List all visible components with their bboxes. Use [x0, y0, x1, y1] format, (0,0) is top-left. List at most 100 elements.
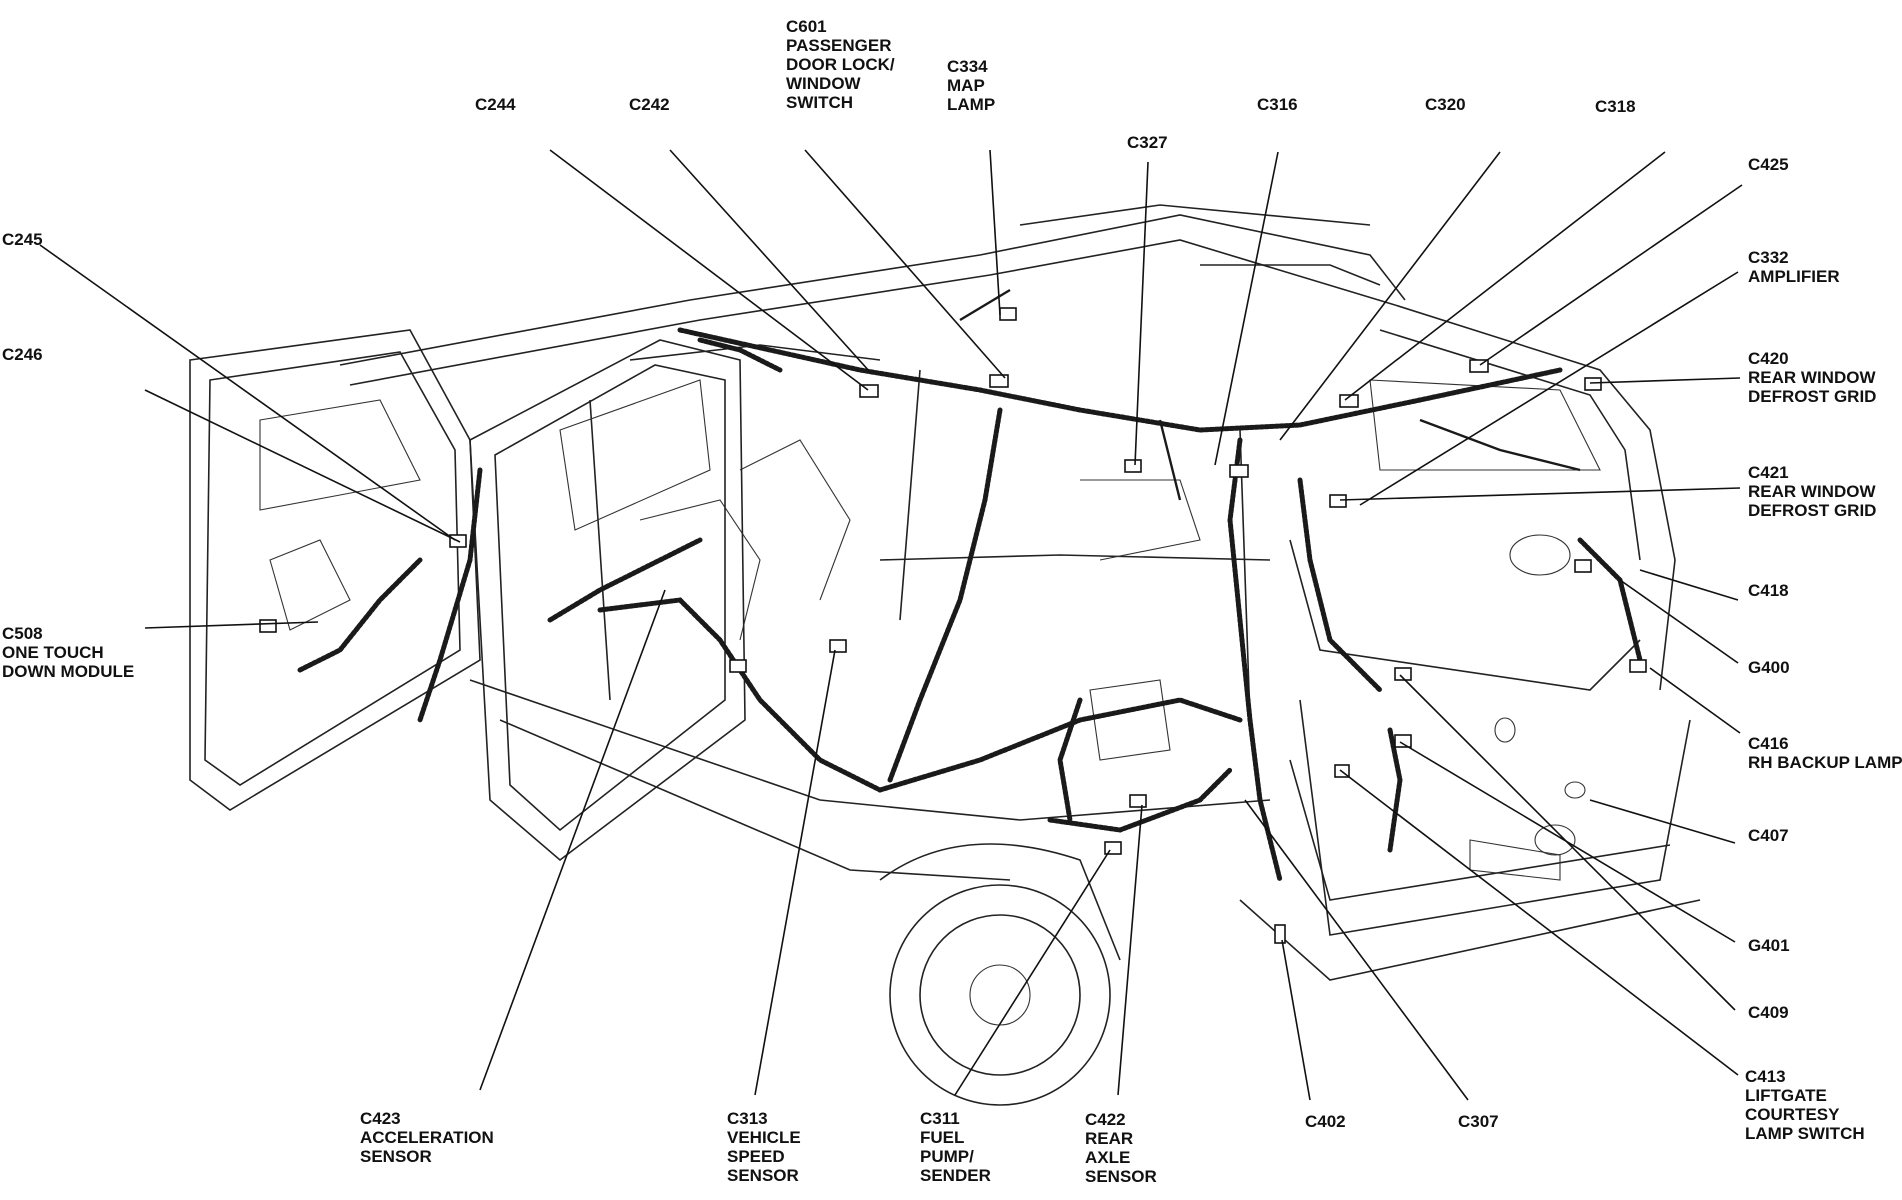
label-line: C334 [947, 57, 988, 76]
label-line: C418 [1748, 581, 1789, 600]
leader-c421 [1339, 487, 1741, 501]
leader-c246 [144, 389, 461, 543]
leader-c320 [1279, 151, 1501, 441]
label-line: C242 [629, 95, 670, 114]
leader-c327 [1134, 161, 1149, 466]
label-line: SPEED [727, 1147, 785, 1166]
label-line: REAR WINDOW [1748, 482, 1876, 501]
leader-c245 [39, 244, 456, 541]
leader-c508 [144, 621, 319, 629]
label-line: C316 [1257, 95, 1298, 114]
wiring-harness [297, 288, 1643, 883]
label-line: SENSOR [360, 1147, 432, 1166]
label-g401: G401 [1748, 936, 1790, 955]
label-line: PASSENGER [786, 36, 892, 55]
label-c327: C327 [1127, 133, 1168, 152]
leader-c423 [479, 589, 666, 1091]
label-line: C409 [1748, 1003, 1789, 1022]
connectors [259, 307, 1647, 944]
leader-c242 [669, 149, 871, 373]
leader-c318 [1344, 151, 1666, 401]
label-line: ONE TOUCH [2, 643, 104, 662]
label-line: MAP [947, 76, 985, 95]
label-line: C332 [1748, 248, 1789, 267]
label-line: C246 [2, 345, 43, 364]
label-line: C416 [1748, 734, 1789, 753]
leader-c334 [989, 149, 1001, 316]
label-c242: C242 [629, 95, 670, 114]
label-line: DOWN MODULE [2, 662, 134, 681]
leader-c311 [954, 849, 1111, 1096]
label-c407: C407 [1748, 826, 1789, 845]
label-line: C311 [920, 1109, 960, 1128]
leader-c316 [1214, 151, 1279, 466]
leader-c422 [1117, 804, 1143, 1096]
leader-c409 [1399, 674, 1736, 1011]
leader-c420 [1589, 377, 1741, 384]
leader-c332 [1359, 271, 1739, 506]
label-c409: C409 [1748, 1003, 1789, 1022]
label-line: COURTESY [1745, 1105, 1840, 1124]
label-c418: C418 [1748, 581, 1789, 600]
label-line: C402 [1305, 1112, 1346, 1131]
label-line: ACCELERATION [360, 1128, 494, 1147]
label-line: C422 [1085, 1110, 1126, 1129]
label-line: REAR [1085, 1129, 1133, 1148]
label-line: LAMP SWITCH [1745, 1124, 1865, 1143]
leader-c244 [549, 149, 869, 391]
leader-c601 [804, 149, 1006, 379]
label-line: C420 [1748, 349, 1789, 368]
label-c425: C425 [1748, 155, 1789, 174]
vehicle-outline [189, 204, 1701, 1106]
leader-c313 [754, 649, 836, 1096]
label-line: SWITCH [786, 93, 853, 112]
leader-c418 [1639, 569, 1739, 601]
label-g400: G400 [1748, 658, 1790, 677]
label-line: PUMP/ [920, 1147, 974, 1166]
label-c316: C316 [1257, 95, 1298, 114]
label-line: SENSOR [727, 1166, 799, 1185]
label-line: C327 [1127, 133, 1168, 152]
label-line: AMPLIFIER [1748, 267, 1840, 286]
label-line: DOOR LOCK/ [786, 55, 895, 74]
label-line: VEHICLE [727, 1128, 801, 1147]
leader-g400 [1619, 579, 1739, 664]
label-line: LAMP [947, 95, 995, 114]
label-line: C313 [727, 1109, 768, 1128]
label-c318: C318 [1595, 97, 1636, 116]
label-line: G400 [1748, 658, 1790, 677]
leader-c307 [1244, 799, 1469, 1101]
leader-c416 [1649, 667, 1741, 734]
label-line: RH BACKUP LAMP [1748, 753, 1902, 772]
label-line: REAR WINDOW [1748, 368, 1876, 387]
label-line: AXLE [1085, 1148, 1130, 1167]
label-line: C421 [1748, 463, 1789, 482]
label-c402: C402 [1305, 1112, 1346, 1131]
label-line: DEFROST GRID [1748, 501, 1876, 520]
label-c245: C245 [2, 230, 43, 249]
label-line: C244 [475, 95, 516, 114]
label-line: C413 [1745, 1067, 1786, 1086]
label-line: C508 [2, 624, 43, 643]
label-c307: C307 [1458, 1112, 1499, 1131]
label-line: C320 [1425, 95, 1466, 114]
label-line: C318 [1595, 97, 1636, 116]
label-line: LIFTGATE [1745, 1086, 1827, 1105]
leader-c407 [1589, 799, 1736, 844]
label-c246: C246 [2, 345, 43, 364]
label-line: C601 [786, 17, 827, 36]
leader-c413 [1339, 769, 1739, 1076]
